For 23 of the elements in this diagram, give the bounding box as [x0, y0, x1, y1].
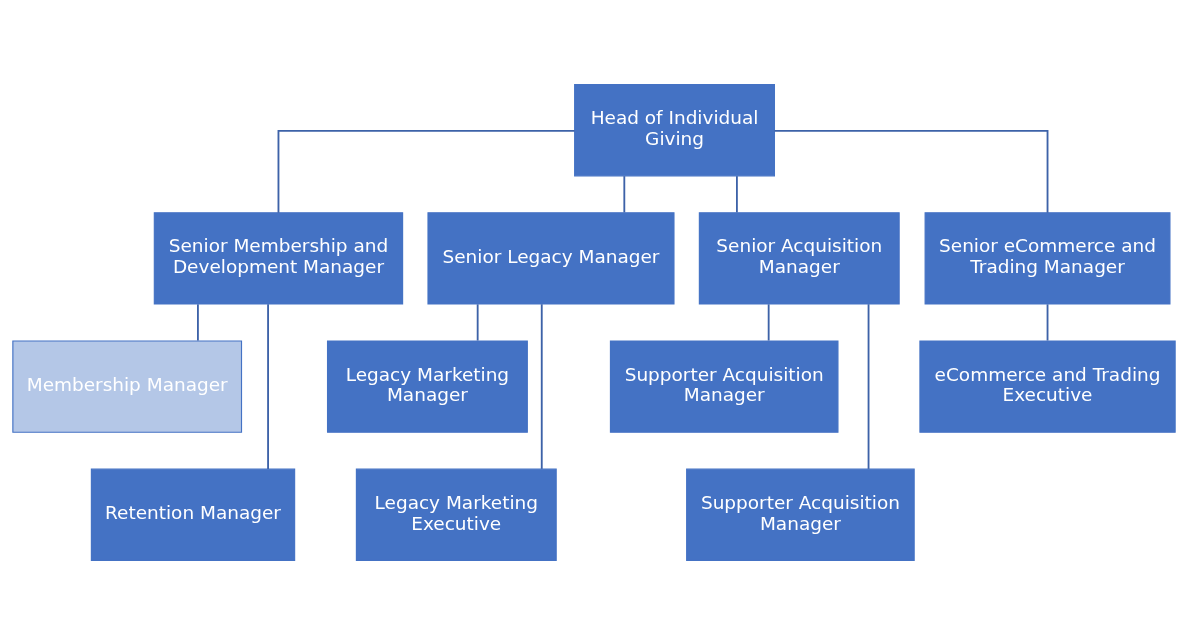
node-box: Retention Manager — [90, 468, 296, 561]
connector — [267, 302, 269, 470]
node-box: Supporter Acquisition Manager — [609, 339, 839, 433]
connector — [540, 302, 543, 470]
connector — [197, 302, 199, 341]
node-box: Senior eCommerce and Trading Manager — [924, 211, 1171, 305]
connector — [623, 174, 626, 213]
connector — [867, 302, 870, 470]
node-box: Senior Membership and Development Manager — [153, 211, 404, 305]
connector — [476, 302, 479, 341]
node-box: eCommerce and Trading Executive — [919, 339, 1176, 433]
node-box: Head of Individual Giving — [574, 83, 775, 176]
connector — [767, 302, 770, 341]
node-box: Senior Acquisition Manager — [698, 211, 900, 305]
node-box: Supporter Acquisition Manager — [686, 468, 915, 561]
connector — [735, 174, 738, 213]
node-box: Legacy Marketing Executive — [355, 468, 557, 561]
connector — [773, 129, 1049, 214]
connector — [1046, 302, 1049, 341]
connector — [277, 129, 576, 214]
node-box: Senior Legacy Manager — [427, 211, 675, 305]
node-box: Legacy Marketing Manager — [326, 339, 528, 433]
node-box: Membership Manager — [12, 339, 243, 433]
